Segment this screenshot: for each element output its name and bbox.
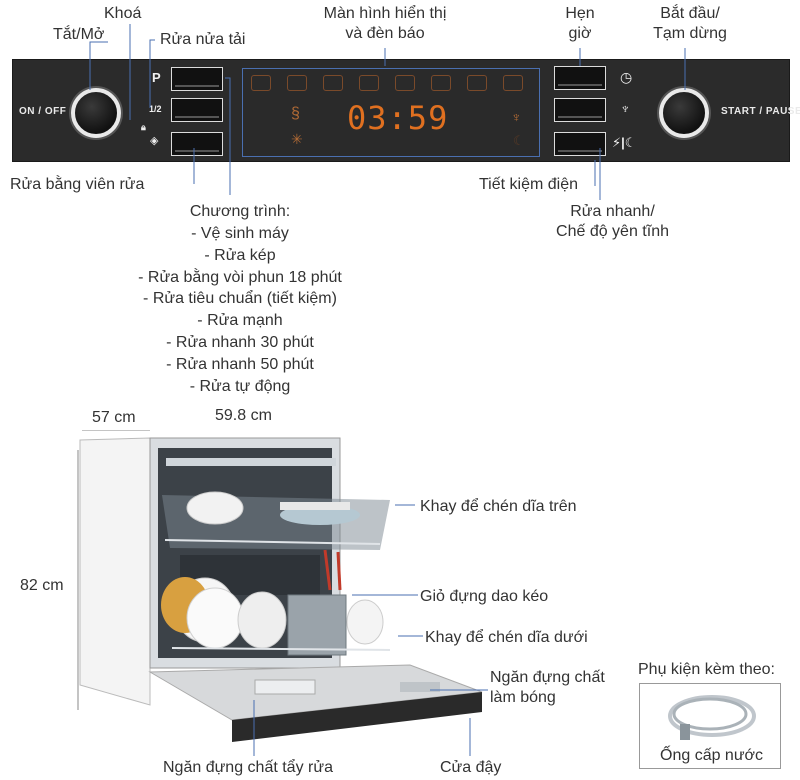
program-item: - Rửa mạnh bbox=[197, 312, 283, 330]
label-tablet: Rửa bằng viên rửa bbox=[10, 176, 145, 193]
label-rinse-aid: Ngăn đựng chất làm bóng bbox=[490, 669, 605, 706]
label-lower-rack: Khay để chén dĩa dưới bbox=[425, 629, 588, 646]
label-cutlery-basket: Giỏ đựng dao kéo bbox=[420, 588, 549, 605]
program-p-label: P bbox=[152, 70, 161, 85]
label-start-pause: Bắt đầu/ Tạm dừng bbox=[653, 5, 727, 42]
tablet-icon: ◈ bbox=[150, 135, 159, 147]
display-icon-eco bbox=[359, 75, 379, 91]
salt-icon: § bbox=[291, 105, 300, 122]
program-item: - Rửa nhanh 50 phút bbox=[166, 355, 314, 373]
display-icon-spray bbox=[323, 75, 343, 91]
quick-quiet-button[interactable] bbox=[554, 132, 606, 156]
depth-label: 57 cm bbox=[92, 409, 136, 426]
leaf-icon: ♆ bbox=[620, 100, 631, 116]
label-quick-quiet: Rửa nhanh/ Chế độ yên tĩnh bbox=[556, 203, 669, 240]
program-item: - Vệ sinh máy bbox=[191, 225, 289, 242]
clock-icon: ◷ bbox=[620, 69, 633, 85]
label-detergent: Ngăn đựng chất tẩy rửa bbox=[163, 759, 333, 776]
display-icon-intensive bbox=[395, 75, 415, 91]
program-item: - Rửa tự động bbox=[189, 377, 291, 395]
control-panel: ON / OFF P 1/2 🔒︎ ◈ § ✳ 03:59 ♆ ☾ ◷ ♆ ⚡|… bbox=[12, 59, 800, 162]
display-icon-auto bbox=[503, 75, 523, 91]
water-hose-icon bbox=[668, 695, 756, 740]
program-button[interactable] bbox=[171, 67, 223, 91]
display-time: 03:59 bbox=[347, 99, 449, 137]
half-load-button[interactable] bbox=[171, 98, 223, 122]
dishwasher-illustration bbox=[77, 430, 483, 742]
delay-timer-button[interactable] bbox=[554, 66, 606, 90]
label-lock: Khoá bbox=[104, 5, 142, 22]
program-item: - Rửa tiêu chuẩn (tiết kiệm) bbox=[143, 290, 337, 308]
label-eco: Tiết kiệm điện bbox=[479, 176, 578, 193]
label-door: Cửa đậy bbox=[440, 759, 502, 776]
label-timer: Hẹn giờ bbox=[565, 5, 595, 42]
program-item: - Rửa bằng vòi phun 18 phút bbox=[138, 268, 342, 286]
display-icon-double bbox=[287, 75, 307, 91]
rinse-icon: ✳ bbox=[291, 131, 303, 147]
label-display: Màn hình hiển thị và đèn báo bbox=[323, 5, 447, 42]
tablet-button[interactable] bbox=[171, 132, 223, 156]
accessory-title: Phụ kiện kèm theo: bbox=[638, 661, 775, 678]
quick-moon-icon: ⚡|☾ bbox=[612, 135, 637, 150]
on-off-text: ON / OFF bbox=[19, 106, 67, 117]
eco-button[interactable] bbox=[554, 98, 606, 122]
program-item: - Rửa kép bbox=[204, 246, 276, 264]
start-pause-knob[interactable] bbox=[659, 88, 709, 138]
label-half-load: Rửa nửa tải bbox=[160, 31, 246, 48]
display-icon-quick30 bbox=[431, 75, 451, 91]
width-label: 59.8 cm bbox=[215, 407, 272, 424]
power-knob[interactable] bbox=[71, 88, 121, 138]
accessory-box: Ống cấp nước bbox=[639, 683, 781, 769]
display-screen: § ✳ 03:59 ♆ ☾ bbox=[242, 68, 540, 157]
half-load-label: 1/2 bbox=[149, 104, 162, 114]
program-item: - Rửa nhanh 30 phút bbox=[166, 334, 314, 351]
display-icon-clean bbox=[251, 75, 271, 91]
display-icon-quick50 bbox=[467, 75, 487, 91]
label-upper-rack: Khay để chén dĩa trên bbox=[420, 498, 577, 515]
programs-title: Chương trình: bbox=[189, 203, 291, 220]
accessory-item: Ống cấp nước bbox=[660, 747, 764, 764]
height-label: 82 cm bbox=[20, 577, 64, 594]
start-pause-text: START / PAUSE bbox=[721, 106, 800, 117]
quiet-moon-icon: ☾ bbox=[513, 133, 525, 148]
label-on-off: Tắt/Mở bbox=[53, 26, 105, 43]
eco-leaf-icon: ♆ bbox=[511, 109, 522, 125]
lock-icon: 🔒︎ bbox=[141, 122, 146, 132]
